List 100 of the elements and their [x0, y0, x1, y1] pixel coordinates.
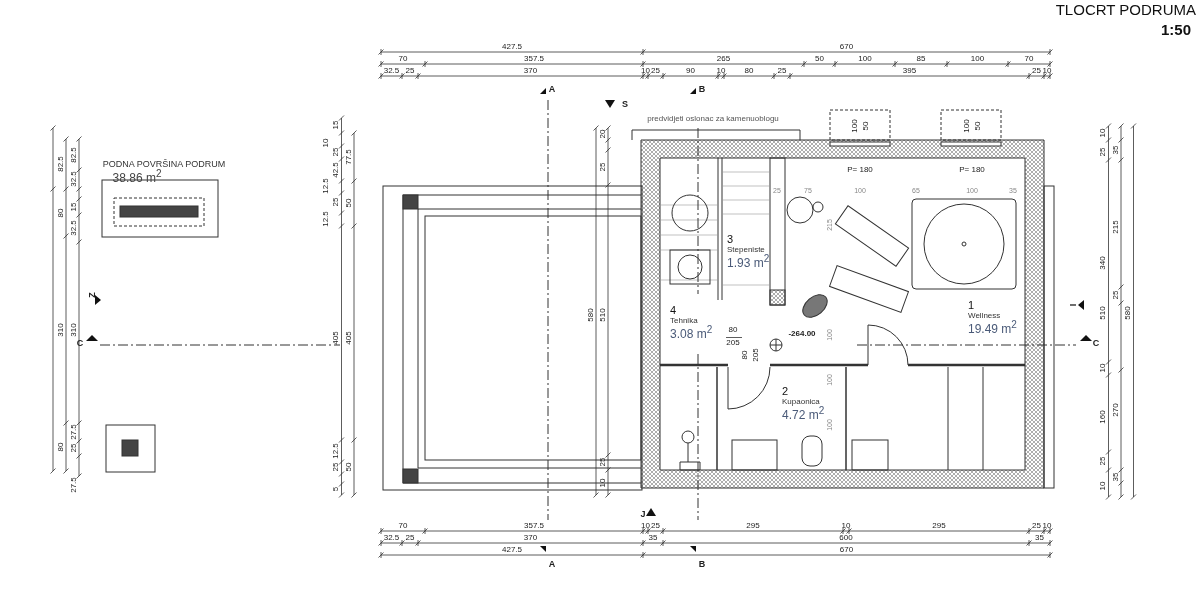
dimension-label: 10	[1099, 128, 1107, 138]
dimension-label: 25	[599, 162, 607, 172]
dimension-label: 370	[523, 66, 538, 75]
dimension-label: 310	[57, 323, 65, 337]
dimension-label: 32.5	[70, 171, 78, 187]
dimension-label: 15	[332, 120, 340, 130]
dimension-label: 25	[332, 462, 340, 472]
dimension-label: 427.5	[502, 42, 522, 51]
dimension-label: 12.5	[322, 178, 330, 194]
dimension-label: 10	[322, 138, 330, 148]
room-area: 3.08 m$^{2}$	[670, 324, 713, 341]
dimension-label: 10	[841, 521, 851, 530]
section-label: B	[698, 559, 706, 569]
room-number: 4	[670, 305, 678, 317]
section-label: J	[640, 509, 646, 519]
dimension-label: 50	[815, 54, 824, 63]
dimension-label: 32.5	[383, 533, 400, 542]
dimension-label: 82.5	[57, 156, 65, 172]
dimension-label: 580	[1124, 306, 1132, 320]
dimension-label: 25	[599, 457, 607, 467]
dimension-label: 80	[741, 350, 749, 360]
area-heading: PODNA POVRŠINA PODRUM	[102, 159, 226, 169]
dimension-label: 25	[1032, 521, 1041, 530]
dimension-label: 35	[1112, 145, 1120, 155]
dimension-label: 10	[1042, 66, 1052, 75]
dimension-label: 80	[728, 326, 738, 334]
dimension-label: 357.5	[524, 54, 544, 63]
dimension-label: 340	[1099, 256, 1107, 270]
room-number: 3	[727, 234, 735, 246]
room-name: Wellness	[968, 311, 1002, 320]
note-text: predvidjeti oslonac za kamenuoblogu	[647, 115, 779, 123]
dimension-label: 32.5	[70, 220, 78, 236]
dimension-label: 270	[1112, 403, 1120, 417]
dimension-label: 670	[839, 545, 854, 554]
dimension-label: 580	[587, 308, 595, 322]
dimension-label: 100	[963, 119, 971, 133]
dimension-label: 205	[726, 339, 740, 347]
room-area: 1.93 m$^{2}$	[727, 253, 770, 270]
dimension-label: 25	[332, 147, 340, 157]
dimension-label: 100	[858, 54, 872, 63]
section-label: B	[698, 84, 706, 94]
dimension-label: 670	[839, 42, 854, 51]
dimension-label: 70	[1024, 54, 1034, 63]
level-label: -264.00	[788, 330, 816, 338]
dimension-label: 100	[851, 119, 859, 133]
dimension-label: 25	[1099, 147, 1107, 157]
dimension-label: 80	[744, 66, 754, 75]
dimension-label: 50	[345, 462, 353, 472]
dimension-label: 510	[599, 308, 607, 322]
dimension-label: 600	[839, 533, 853, 542]
dimension-label: 265	[716, 54, 731, 63]
dimension-label: 20	[599, 129, 607, 139]
dimension-label: 50	[862, 121, 870, 131]
dimension-label: 10	[1042, 521, 1052, 530]
dimension-label: 77.5	[345, 149, 353, 165]
dimension-label: 10	[599, 478, 607, 488]
dimension-label: 35	[648, 533, 658, 542]
section-label: Z	[87, 292, 97, 298]
dimension-label: 15	[70, 202, 78, 212]
dimension-label: 35	[1035, 533, 1044, 542]
dimension-label: P= 180	[847, 166, 873, 174]
room-area: 4.72 m$^{2}$	[782, 405, 825, 422]
room-number: 2	[782, 386, 790, 398]
dimension-label: 27.5	[70, 477, 78, 493]
dimension-label: 10	[641, 521, 650, 530]
dimension-label: 25	[651, 66, 660, 75]
dimension-label: 100	[970, 54, 985, 63]
dimension-label: 25	[405, 66, 415, 75]
dimension-label: 205	[752, 348, 760, 362]
section-label: S	[622, 99, 628, 109]
scale-label: 1:50	[1161, 21, 1191, 37]
dimension-label: 85	[916, 54, 926, 63]
dimension-label: 10	[1099, 481, 1107, 491]
dimension-label: 32.5	[383, 66, 400, 75]
section-label: C	[1092, 338, 1100, 348]
dimension-label: 35	[1112, 472, 1120, 482]
dimension-label: 10	[1099, 363, 1107, 373]
dimension-label: P= 180	[959, 166, 985, 174]
section-label: A	[548, 559, 556, 569]
dimension-label: 25	[332, 197, 340, 207]
dimension-label: 70	[398, 521, 408, 530]
section-label: A	[548, 84, 556, 94]
dimension-label: 357.5	[524, 521, 544, 530]
dimension-label: 50	[345, 198, 353, 208]
dimension-label: 405	[332, 331, 340, 345]
room-name: Kupaonica	[782, 397, 821, 406]
dimension-label: 370	[523, 533, 538, 542]
dimension-label: 25	[651, 521, 660, 530]
dimension-label: 70	[398, 54, 408, 63]
dimension-label: 12.5	[322, 211, 330, 227]
room-name: Stepeniste	[727, 245, 766, 254]
room-name: Tehnika	[670, 316, 699, 325]
dimension-label: 50	[974, 121, 982, 131]
dimension-label: 395	[902, 66, 917, 75]
dimension-label: 25	[1099, 456, 1107, 466]
dimension-label: 80	[57, 208, 65, 218]
dimension-label: 25	[70, 443, 78, 453]
dimension-label: 427.5	[502, 545, 522, 554]
dimension-label: 510	[1099, 306, 1107, 320]
dimension-label: 27.5	[70, 424, 78, 440]
